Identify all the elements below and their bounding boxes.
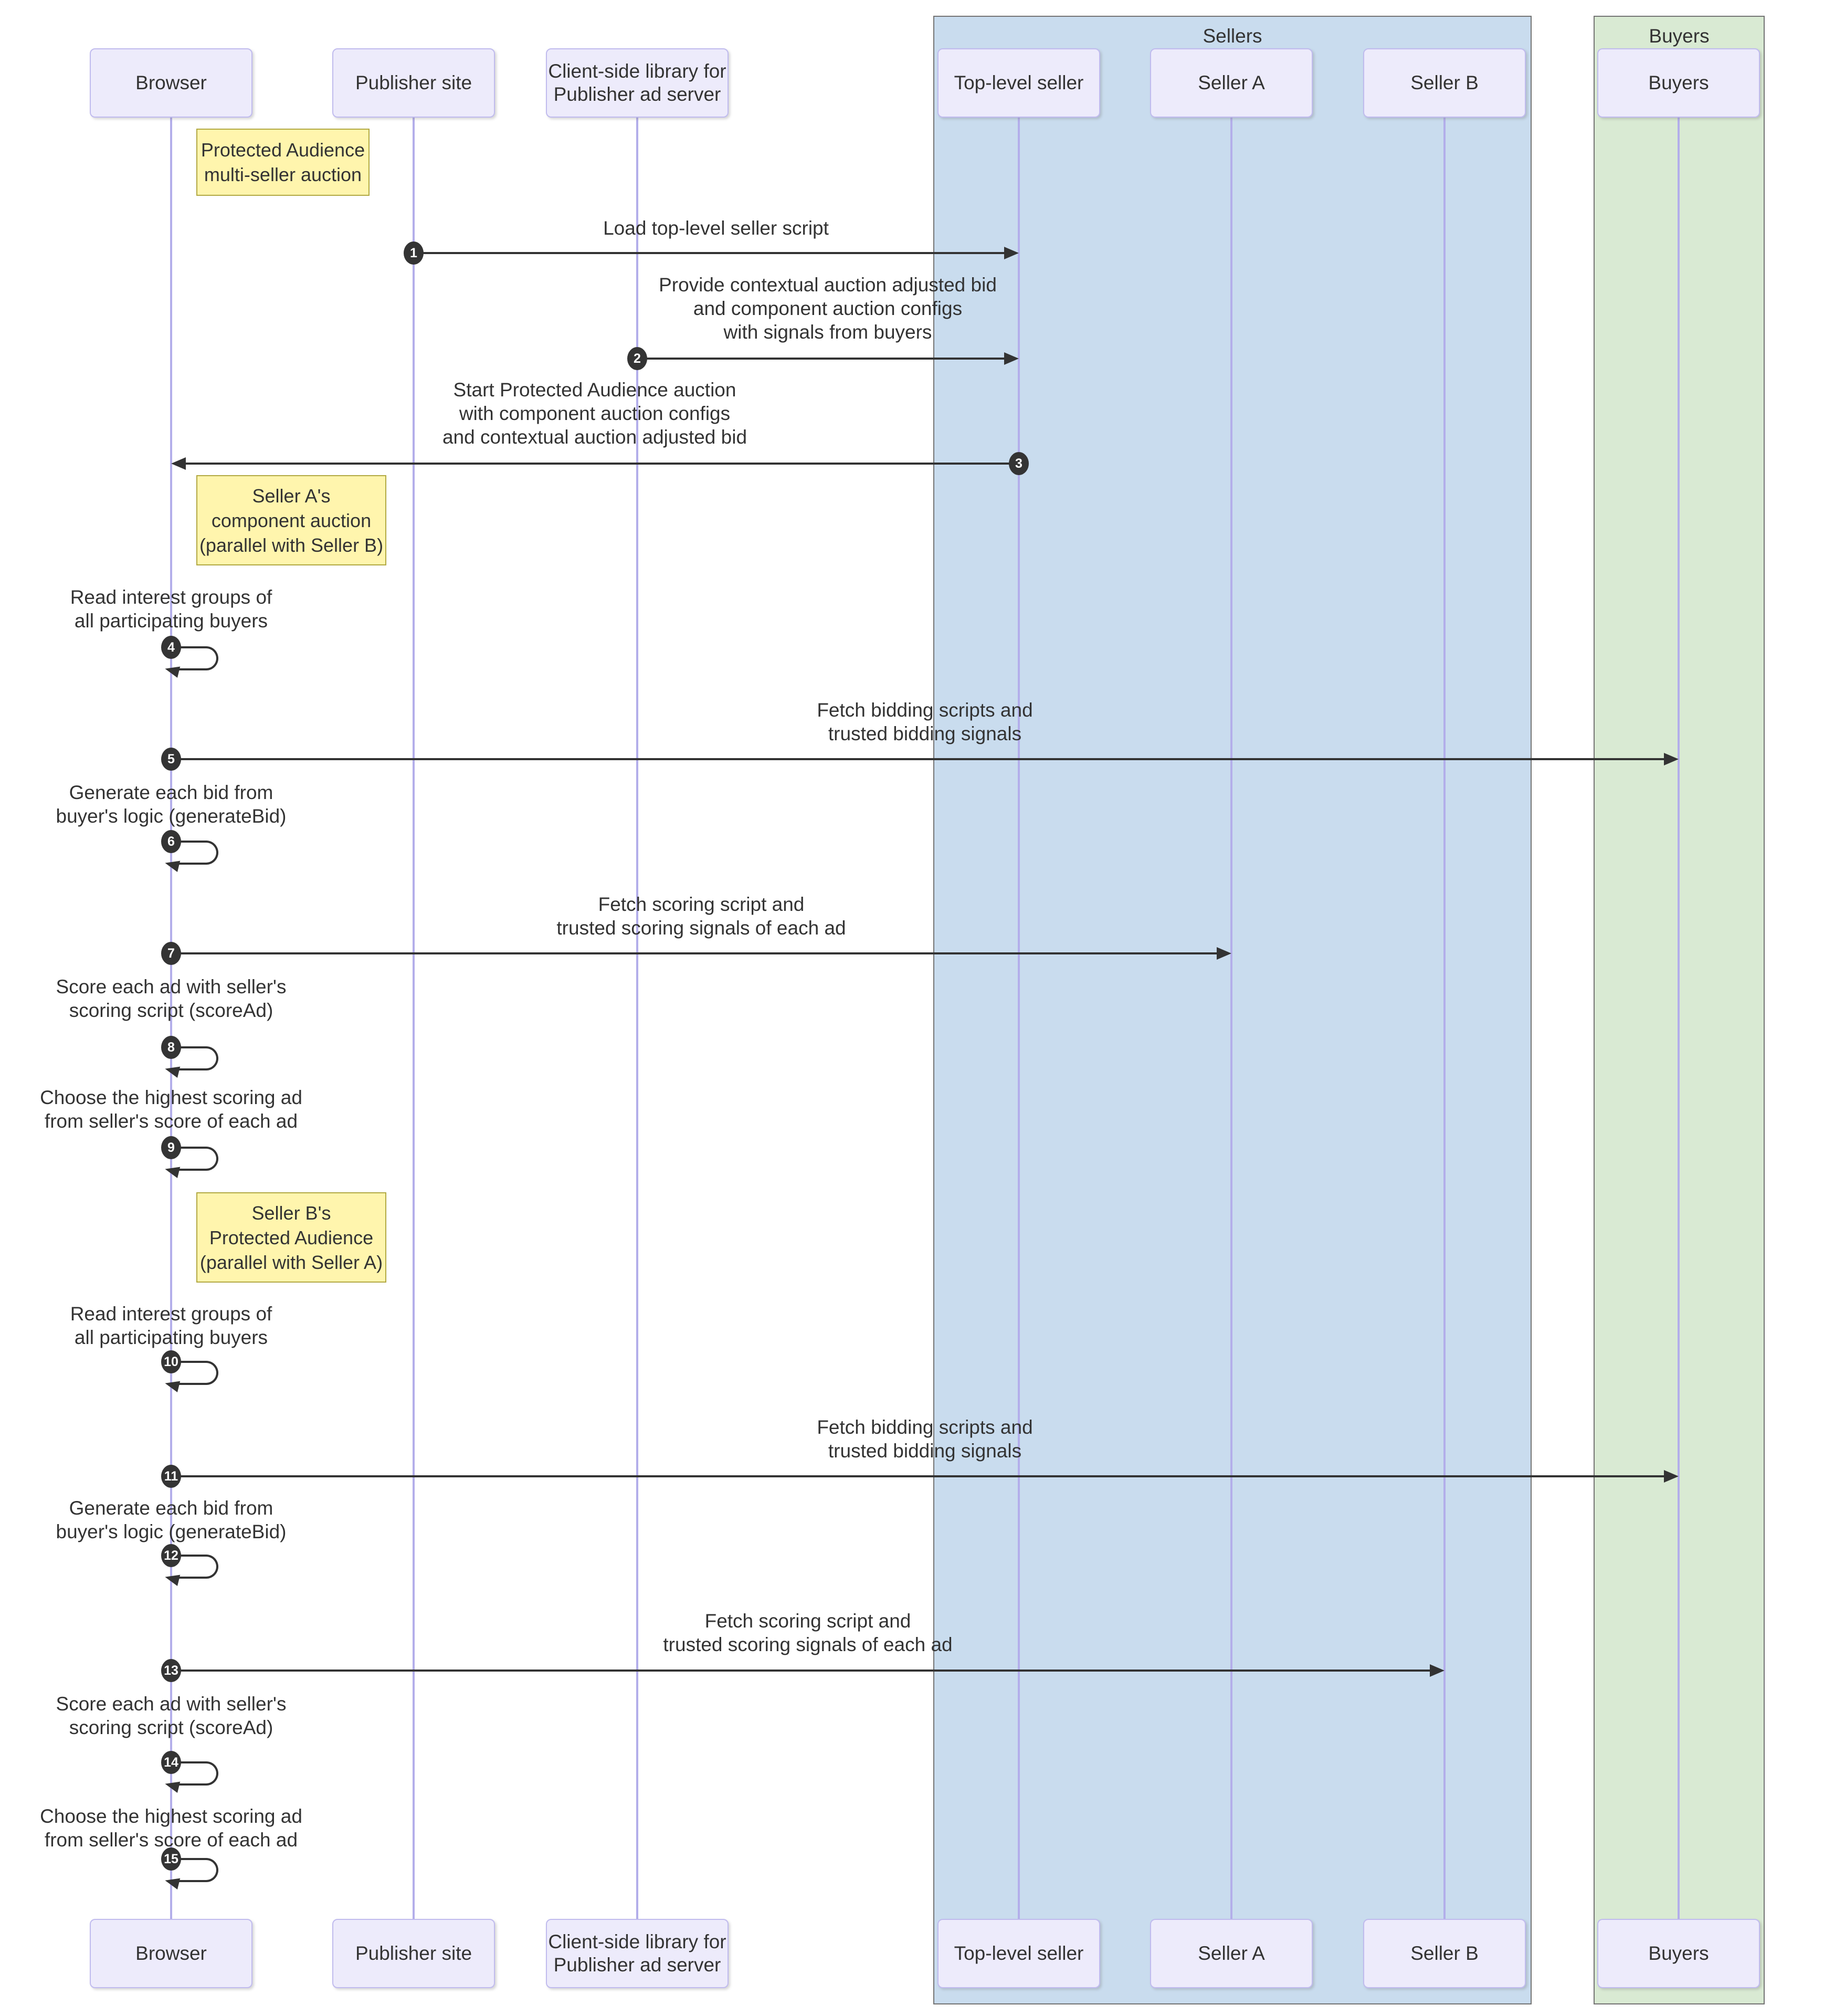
participant-seller-a-bottom: Seller A bbox=[1150, 1919, 1313, 1988]
lifeline-seller-b bbox=[1443, 118, 1446, 1919]
sequence-number-badge-6: 6 bbox=[161, 830, 181, 853]
message-label-3: Start Protected Audience auction with co… bbox=[442, 379, 747, 448]
sequence-number-badge-11: 11 bbox=[161, 1465, 181, 1488]
note-multi-seller-auction: Protected Audience multi-seller auction bbox=[196, 129, 370, 196]
sequence-number-badge-3: 3 bbox=[1009, 452, 1029, 475]
participant-seller-b-bottom: Seller B bbox=[1363, 1919, 1526, 1988]
message-arrow-3 bbox=[171, 457, 1019, 470]
self-loop-10 bbox=[163, 1361, 218, 1392]
lifeline-buyers bbox=[1678, 118, 1680, 1919]
message-label-12: Generate each bid from buyer's logic (ge… bbox=[56, 1497, 287, 1542]
participant-top-level-seller-top: Top-level seller bbox=[937, 48, 1100, 118]
arrow-line bbox=[414, 252, 1006, 254]
self-loop-9 bbox=[163, 1147, 218, 1178]
message-label-15: Choose the highest scoring ad from selle… bbox=[40, 1805, 302, 1851]
arrowhead-left-icon bbox=[163, 1163, 181, 1178]
arrow-line bbox=[171, 758, 1666, 760]
arrowhead-left-icon bbox=[171, 457, 186, 470]
message-label-9: Choose the highest scoring ad from selle… bbox=[40, 1087, 302, 1132]
message-label-11: Fetch bidding scripts and trusted biddin… bbox=[817, 1416, 1033, 1462]
arrow-line bbox=[184, 463, 1019, 465]
arrowhead-right-icon bbox=[1664, 1470, 1679, 1483]
participant-browser-top: Browser bbox=[90, 48, 252, 118]
message-label-1: Load top-level seller script bbox=[603, 217, 829, 239]
sequence-number-badge-15: 15 bbox=[161, 1847, 181, 1871]
sequence-number-badge-8: 8 bbox=[161, 1036, 181, 1059]
sequence-number-badge-14: 14 bbox=[161, 1751, 181, 1774]
arrowhead-left-icon bbox=[163, 663, 181, 678]
sequence-number-badge-7: 7 bbox=[161, 942, 181, 965]
sequence-number-badge-1: 1 bbox=[404, 242, 424, 265]
message-label-6: Generate each bid from buyer's logic (ge… bbox=[56, 782, 287, 827]
message-arrow-1 bbox=[414, 247, 1019, 259]
self-loop-15 bbox=[163, 1858, 218, 1889]
arrow-line bbox=[171, 1475, 1666, 1477]
arrow-line bbox=[171, 1670, 1432, 1672]
sequence-number-badge-13: 13 bbox=[161, 1659, 181, 1682]
participant-top-level-seller-bottom: Top-level seller bbox=[937, 1919, 1100, 1988]
sequence-number-badge-10: 10 bbox=[161, 1350, 181, 1373]
arrow-line bbox=[637, 358, 1006, 360]
lifeline-publisher-site bbox=[413, 118, 415, 1919]
arrowhead-left-icon bbox=[163, 857, 181, 872]
arrowhead-right-icon bbox=[1430, 1664, 1445, 1677]
lifeline-ad-server-library bbox=[636, 118, 638, 1919]
lifeline-top-level-seller bbox=[1018, 118, 1020, 1919]
sequence-number-badge-5: 5 bbox=[161, 748, 181, 771]
arrowhead-left-icon bbox=[163, 1378, 181, 1392]
self-loop-8 bbox=[163, 1046, 218, 1078]
self-loop-12 bbox=[163, 1555, 218, 1586]
message-arrow-13 bbox=[171, 1664, 1445, 1677]
participant-publisher-site-bottom: Publisher site bbox=[332, 1919, 495, 1988]
message-label-10: Read interest groups of all participatin… bbox=[70, 1303, 272, 1348]
sequence-number-badge-9: 9 bbox=[161, 1136, 181, 1159]
participant-seller-b-top: Seller B bbox=[1363, 48, 1526, 118]
message-label-5: Fetch bidding scripts and trusted biddin… bbox=[817, 699, 1033, 744]
message-label-7: Fetch scoring script and trusted scoring… bbox=[556, 894, 846, 939]
sequence-number-badge-2: 2 bbox=[627, 347, 647, 370]
message-label-13: Fetch scoring script and trusted scoring… bbox=[663, 1610, 953, 1655]
sequence-number-badge-12: 12 bbox=[161, 1544, 181, 1567]
message-label-2: Provide contextual auction adjusted bid … bbox=[659, 274, 997, 343]
arrowhead-right-icon bbox=[1217, 947, 1231, 960]
participant-publisher-site-top: Publisher site bbox=[332, 48, 495, 118]
arrowhead-left-icon bbox=[163, 1778, 181, 1793]
self-loop-14 bbox=[163, 1761, 218, 1793]
arrowhead-left-icon bbox=[163, 1875, 181, 1889]
message-arrow-2 bbox=[637, 352, 1019, 365]
participant-buyers-bottom: Buyers bbox=[1597, 1919, 1760, 1988]
group-buyers-label: Buyers bbox=[1649, 25, 1710, 47]
arrow-line bbox=[171, 952, 1219, 954]
message-label-14: Score each ad with seller's scoring scri… bbox=[56, 1693, 287, 1738]
message-label-4: Read interest groups of all participatin… bbox=[70, 586, 272, 632]
arrowhead-left-icon bbox=[163, 1063, 181, 1078]
arrowhead-right-icon bbox=[1004, 247, 1019, 259]
message-arrow-11 bbox=[171, 1470, 1679, 1483]
note-seller-b-protected-audience: Seller B's Protected Audience (parallel … bbox=[196, 1192, 386, 1283]
self-loop-6 bbox=[163, 841, 218, 872]
group-sellers: Sellers bbox=[933, 16, 1532, 2004]
self-loop-4 bbox=[163, 646, 218, 678]
message-arrow-5 bbox=[171, 753, 1679, 765]
lifeline-browser bbox=[170, 118, 172, 1919]
message-label-8: Score each ad with seller's scoring scri… bbox=[56, 976, 287, 1021]
participant-ad-server-library-bottom: Client-side library for Publisher ad ser… bbox=[546, 1919, 729, 1988]
participant-browser-bottom: Browser bbox=[90, 1919, 252, 1988]
note-seller-a-component-auction: Seller A's component auction (parallel w… bbox=[196, 475, 386, 565]
participant-ad-server-library-top: Client-side library for Publisher ad ser… bbox=[546, 48, 729, 118]
lifeline-seller-a bbox=[1230, 118, 1232, 1919]
participant-buyers-top: Buyers bbox=[1597, 48, 1760, 118]
message-arrow-7 bbox=[171, 947, 1231, 960]
participant-seller-a-top: Seller A bbox=[1150, 48, 1313, 118]
sequence-number-badge-4: 4 bbox=[161, 636, 181, 659]
arrowhead-right-icon bbox=[1004, 352, 1019, 365]
group-sellers-label: Sellers bbox=[1203, 25, 1262, 47]
arrowhead-right-icon bbox=[1664, 753, 1679, 765]
arrowhead-left-icon bbox=[163, 1571, 181, 1586]
